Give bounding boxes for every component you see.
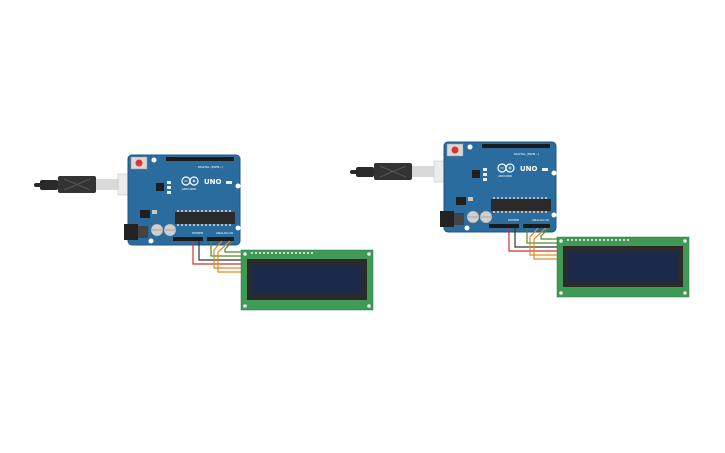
digital-header-label: DIGITAL (PWM~) bbox=[514, 152, 539, 156]
circuit-2[interactable]: UNO ARDUINO DIGITAL (PWM~) POWER ANALOG … bbox=[349, 141, 690, 298]
digital-header-label: DIGITAL (PWM~) bbox=[198, 165, 223, 169]
analog-header-label: ANALOG IN bbox=[216, 231, 233, 235]
board-brand-text: ARDUINO bbox=[182, 187, 197, 191]
circuit-1[interactable]: UNO ARDUINO DIGITAL (PWM~) POWER ANALOG … bbox=[33, 154, 374, 311]
board-logo-text: UNO bbox=[520, 165, 538, 173]
power-header-label: POWER bbox=[508, 218, 519, 222]
analog-header-label: ANALOG IN bbox=[532, 218, 549, 222]
board-logo-text: UNO bbox=[204, 178, 222, 186]
power-header-label: POWER bbox=[192, 231, 203, 235]
board-brand-text: ARDUINO bbox=[498, 174, 513, 178]
